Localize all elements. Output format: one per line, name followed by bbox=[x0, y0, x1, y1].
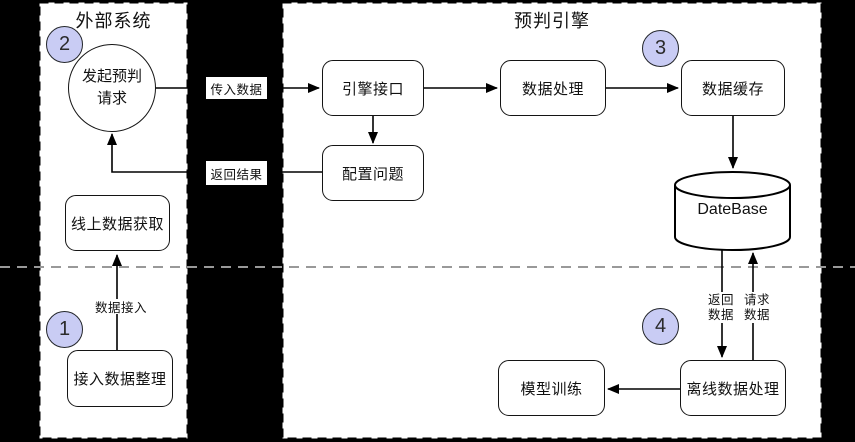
badge-2: 2 bbox=[46, 26, 83, 63]
database-cylinder-top bbox=[674, 171, 791, 199]
node-online-data-fetch: 线上数据获取 bbox=[65, 195, 170, 251]
node-ingest-data-organize: 接入数据整理 bbox=[67, 350, 173, 407]
edge-label-return-data-line1: 返回 bbox=[707, 293, 734, 307]
node-config-problem: 配置问题 bbox=[322, 145, 424, 201]
node-initiate-prediction-request-line1: 发起预判 bbox=[81, 68, 142, 85]
node-offline-data-processing: 离线数据处理 bbox=[680, 360, 786, 416]
database-cylinder-body bbox=[674, 185, 791, 251]
node-data-processing: 数据处理 bbox=[500, 60, 606, 116]
external-system-title: 外部系统 bbox=[75, 11, 152, 31]
edge-label-data-ingress: 数据接入 bbox=[94, 299, 148, 315]
badge-3-number: 3 bbox=[654, 37, 667, 59]
badge-3: 3 bbox=[642, 30, 679, 67]
node-data-cache: 数据缓存 bbox=[681, 60, 785, 116]
node-engine-api: 引擎接口 bbox=[322, 60, 424, 116]
badge-1-number: 1 bbox=[58, 318, 71, 340]
badge-2-number: 2 bbox=[58, 33, 71, 55]
node-initiate-prediction-request-line2: 请求 bbox=[96, 90, 127, 107]
edge-label-return-result: 返回结果 bbox=[206, 161, 267, 185]
edge-label-request-data-line1: 请求 bbox=[743, 293, 770, 307]
edge-label-return-data-line2: 数据 bbox=[707, 307, 734, 322]
node-model-training: 模型训练 bbox=[498, 360, 605, 416]
edge-label-return-data: 返回 数据 bbox=[705, 292, 737, 323]
prediction-engine-title: 预判引擎 bbox=[514, 11, 590, 31]
badge-1: 1 bbox=[46, 311, 83, 348]
edge-label-request-data: 请求 数据 bbox=[741, 292, 773, 323]
badge-4-number: 4 bbox=[654, 315, 667, 337]
node-initiate-prediction-request: 发起预判 请求 bbox=[68, 44, 156, 132]
edge-label-pass-data: 传入数据 bbox=[206, 77, 267, 99]
edge-label-request-data-line2: 数据 bbox=[743, 307, 770, 322]
database-label: DateBase bbox=[697, 201, 768, 218]
badge-4: 4 bbox=[642, 308, 679, 345]
